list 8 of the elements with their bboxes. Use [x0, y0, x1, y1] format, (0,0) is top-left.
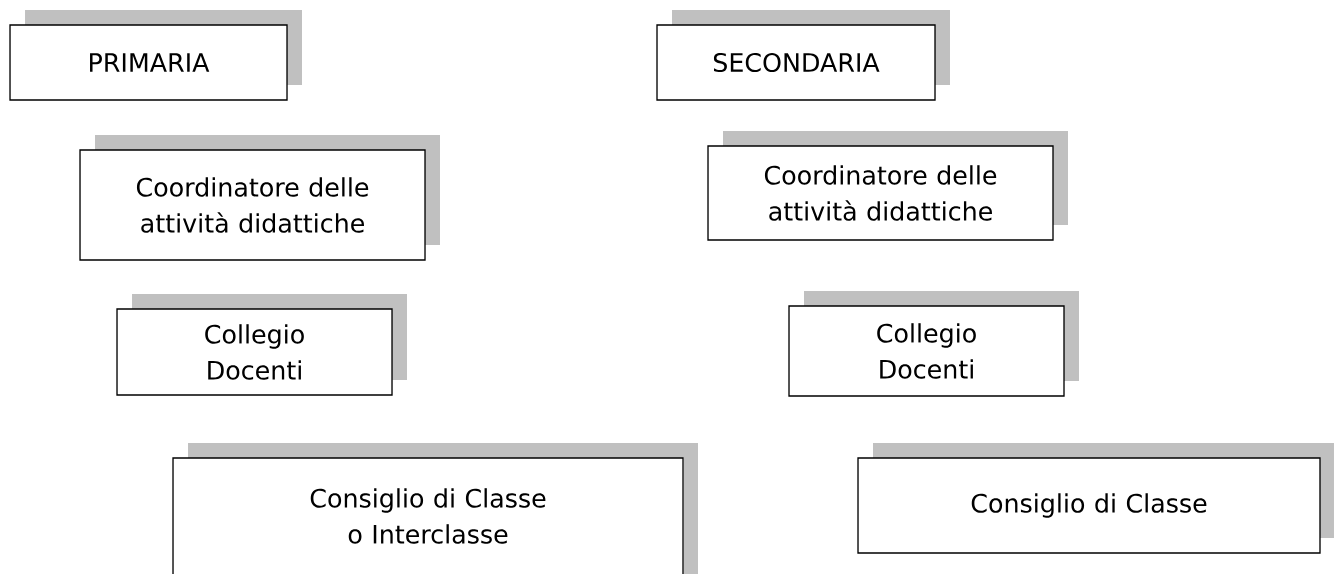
- text-box: SECONDARIA: [656, 10, 950, 101]
- text-box: Consiglio di Classe o Interclasse: [172, 443, 698, 574]
- text-box: Coordinatore delle attività didattiche: [707, 131, 1068, 241]
- text-box: Consiglio di Classe: [857, 443, 1334, 554]
- text-box: Collegio Docenti: [116, 294, 407, 396]
- text-box: Collegio Docenti: [788, 291, 1079, 397]
- text-box: PRIMARIA: [9, 10, 302, 101]
- text-box: Coordinatore delle attività didattiche: [79, 135, 440, 261]
